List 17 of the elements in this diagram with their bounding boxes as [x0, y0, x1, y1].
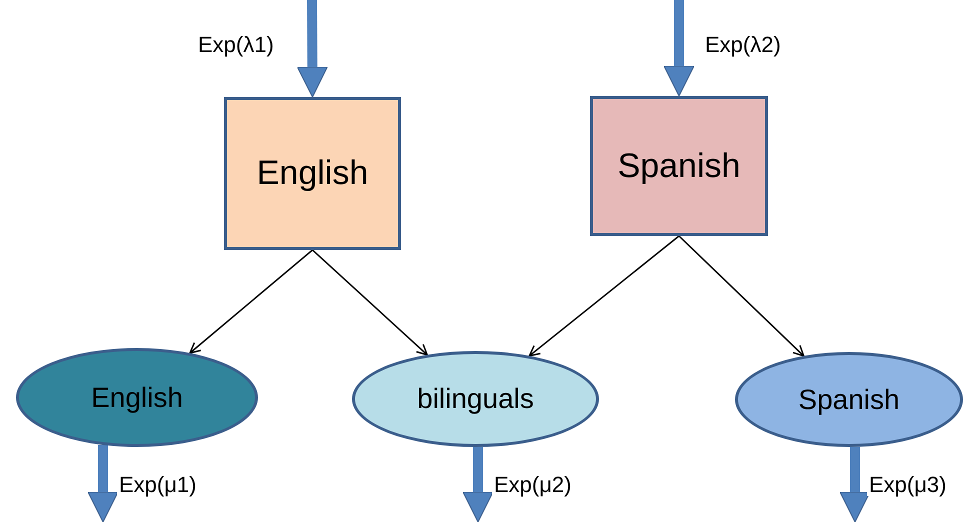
- arrow: [664, 0, 694, 96]
- arrow: [189, 249, 313, 354]
- ellipse-node: bilinguals: [352, 351, 599, 447]
- ellipse-node: English: [16, 348, 258, 447]
- arrow: [296, 0, 328, 98]
- arrow: [312, 249, 428, 356]
- arrow: [678, 235, 804, 357]
- arrow: [88, 445, 118, 522]
- rect-node: English: [224, 97, 401, 250]
- edge-label: Exp(μ1): [117, 474, 198, 496]
- arrow: [528, 235, 680, 357]
- ellipse-node: Spanish: [735, 352, 963, 447]
- edge-label: Exp(μ2): [492, 474, 574, 496]
- rect-node: Spanish: [590, 96, 768, 236]
- arrow: [840, 446, 870, 522]
- edge-label: Exp(μ3): [867, 474, 948, 496]
- arrow: [462, 447, 494, 522]
